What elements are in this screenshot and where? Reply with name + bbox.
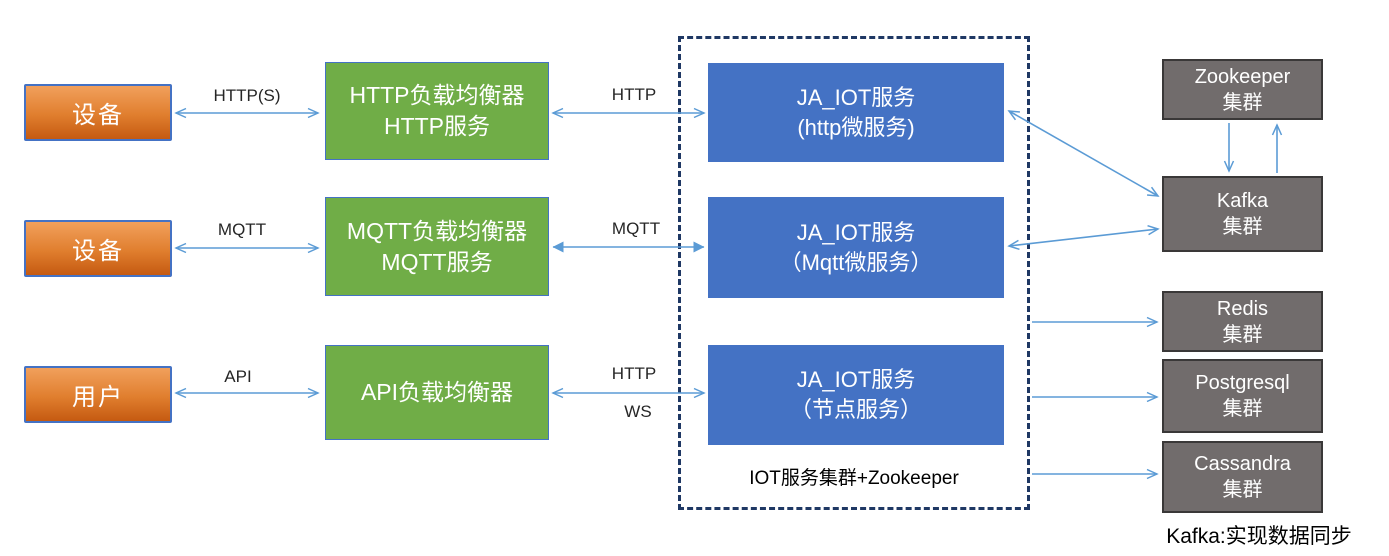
node-ja-iot-node-service-line2: （节点服务） — [789, 397, 922, 422]
node-postgresql-cluster[interactable]: Postgresql 集群 — [1162, 359, 1323, 433]
edge-label-https: HTTP(S) — [213, 86, 281, 105]
node-zookeeper-cluster[interactable]: Zookeeper 集群 — [1162, 59, 1323, 120]
node-ja-iot-mqtt-service-line2: （Mqtt微服务） — [779, 249, 933, 275]
edge-mqtt-service-kafka — [1009, 229, 1158, 246]
node-ja-iot-node-service-line1: JA_IOT服务 — [796, 367, 916, 392]
node-mqtt-load-balancer-line1: MQTT负载均衡器 — [346, 217, 528, 244]
node-ja-iot-http-service-line2: (http微服务) — [797, 114, 915, 140]
node-ja-iot-http-service[interactable]: JA_IOT服务 (http微服务) — [708, 63, 1004, 162]
node-device-1-label: 设备 — [72, 102, 124, 129]
node-api-load-balancer[interactable]: API负载均衡器 — [325, 345, 549, 440]
node-device-2-label: 设备 — [72, 238, 124, 265]
edge-label-http-ws: HTTP — [611, 364, 657, 383]
edge-label-mqtt-left: MQTT — [217, 220, 267, 239]
node-ja-iot-mqtt-service[interactable]: JA_IOT服务 （Mqtt微服务） — [708, 197, 1004, 298]
node-kafka-cluster-line2: 集群 — [1222, 216, 1263, 238]
node-ja-iot-mqtt-service-line1: JA_IOT服务 — [796, 219, 916, 245]
node-redis-cluster-line2: 集群 — [1222, 323, 1263, 346]
node-api-load-balancer-line1: API负载均衡器 — [360, 379, 514, 405]
node-device-1[interactable]: 设备 — [24, 84, 172, 141]
node-http-load-balancer-line2: HTTP服务 — [383, 113, 491, 139]
node-postgresql-cluster-line2: 集群 — [1222, 398, 1263, 420]
node-kafka-cluster[interactable]: Kafka 集群 — [1162, 176, 1323, 252]
node-kafka-cluster-line1: Kafka — [1216, 190, 1269, 212]
node-redis-cluster-line1: Redis — [1216, 297, 1269, 320]
node-mqtt-load-balancer[interactable]: MQTT负载均衡器 MQTT服务 — [325, 197, 549, 296]
edge-label-mqtt-right: MQTT — [611, 219, 661, 238]
node-user-label: 用户 — [72, 384, 124, 411]
node-postgresql-cluster-line1: Postgresql — [1195, 372, 1290, 394]
node-http-load-balancer[interactable]: HTTP负载均衡器 HTTP服务 — [325, 62, 549, 160]
edge-label-http-right: HTTP — [611, 85, 657, 104]
node-ja-iot-http-service-line1: JA_IOT服务 — [796, 84, 916, 110]
node-user[interactable]: 用户 — [24, 366, 172, 423]
kafka-sync-note: Kafka:实现数据同步 — [1166, 525, 1352, 548]
node-cassandra-cluster-line2: 集群 — [1222, 479, 1263, 501]
node-http-load-balancer-line1: HTTP负载均衡器 — [349, 82, 525, 108]
edge-label-ws: WS — [624, 402, 652, 421]
node-mqtt-load-balancer-line2: MQTT服务 — [381, 248, 493, 275]
node-zookeeper-cluster-line2: 集群 — [1222, 91, 1263, 114]
node-zookeeper-cluster-line1: Zookeeper — [1194, 65, 1291, 88]
iot-cluster-container — [678, 36, 1030, 510]
node-redis-cluster[interactable]: Redis 集群 — [1162, 291, 1323, 352]
node-cassandra-cluster-line1: Cassandra — [1194, 453, 1291, 475]
node-ja-iot-node-service[interactable]: JA_IOT服务 （节点服务） — [708, 345, 1004, 445]
edge-http-service-kafka — [1009, 111, 1158, 196]
node-cassandra-cluster[interactable]: Cassandra 集群 — [1162, 441, 1323, 513]
node-device-2[interactable]: 设备 — [24, 220, 172, 277]
iot-cluster-label: IOT服务集群+Zookeeper — [749, 468, 959, 489]
edge-label-api: API — [224, 367, 252, 386]
